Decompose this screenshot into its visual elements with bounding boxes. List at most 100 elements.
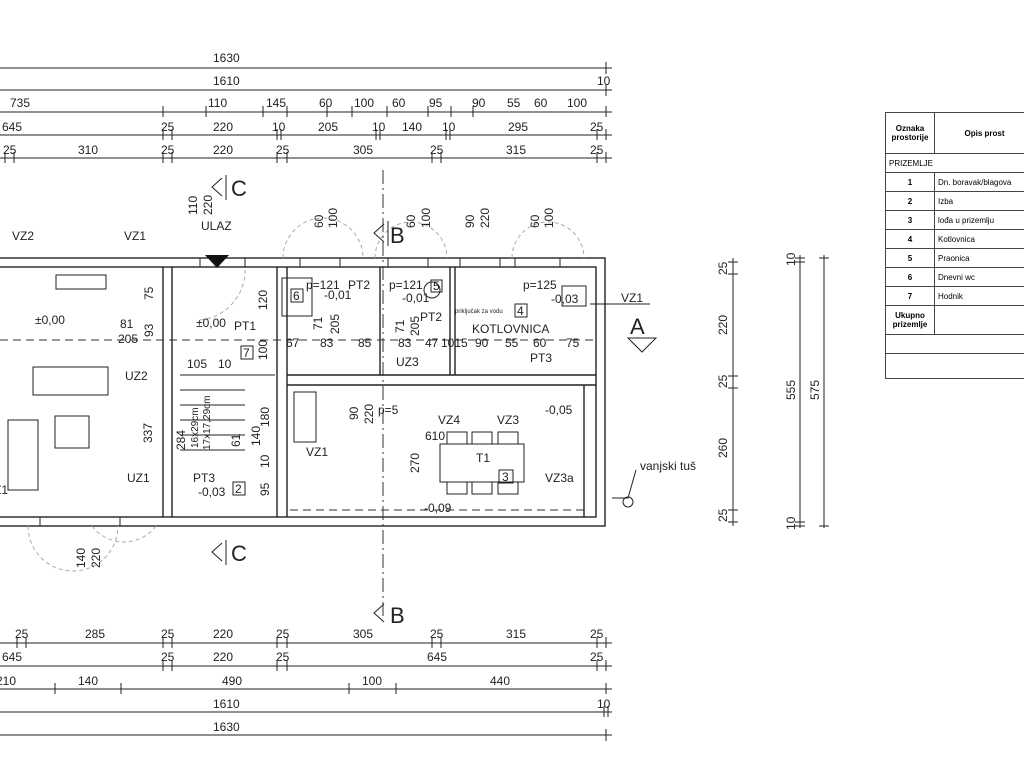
dim-label: 25 bbox=[430, 143, 444, 157]
dim-label: 260 bbox=[716, 438, 730, 458]
dim-label: 55 bbox=[507, 96, 521, 110]
dim-label: 645 bbox=[427, 650, 447, 664]
dim-label: 1630 bbox=[213, 51, 240, 65]
dim-label: 75 bbox=[142, 286, 156, 300]
empty-row bbox=[885, 334, 1024, 354]
window-label: VZ2 bbox=[12, 229, 34, 243]
dim-label: 90 bbox=[347, 406, 361, 420]
slope-label: p=5 bbox=[378, 403, 399, 417]
dim-label: 220 bbox=[716, 315, 730, 335]
floor-type-label: PT2 bbox=[420, 310, 442, 324]
outdoor-shower-label: vanjski tuš bbox=[640, 459, 696, 473]
level-label: -0,05 bbox=[545, 403, 573, 417]
room-name: Izba bbox=[934, 191, 1024, 211]
bottom-dimensions: 25 285 25 220 25 305 25 315 25 645 25 22… bbox=[0, 627, 612, 741]
dim-label: 100 bbox=[354, 96, 374, 110]
dim-label: 220 bbox=[362, 404, 376, 424]
dim-label: 25 bbox=[590, 650, 604, 664]
dim-label: 100 bbox=[326, 208, 340, 228]
dim-label: 90 bbox=[463, 214, 477, 228]
dim-label: 315 bbox=[506, 143, 526, 157]
dim-label: 60 bbox=[534, 96, 548, 110]
window-label: VZ3 bbox=[497, 413, 519, 427]
dim-label: 220 bbox=[201, 195, 215, 215]
dim-label: 60 bbox=[528, 214, 542, 228]
dim-label: 220 bbox=[213, 627, 233, 641]
stair-note: 17x17,29cm bbox=[202, 396, 213, 450]
dim-label: 120 bbox=[256, 290, 270, 310]
slope-label: p=121 bbox=[389, 278, 423, 292]
dim-label: 25 bbox=[3, 143, 17, 157]
dim-label: 10 bbox=[372, 120, 386, 134]
dim-label: 205 bbox=[328, 314, 342, 334]
right-dimensions: 25 220 25 260 25 10 555 10 575 bbox=[716, 252, 829, 530]
dim-label: 100 bbox=[256, 340, 270, 360]
water-connection-note: priključak za vodu bbox=[455, 309, 503, 315]
section-a: A bbox=[630, 314, 645, 339]
dim-label: 25 bbox=[276, 627, 290, 641]
dim-label: 1610 bbox=[213, 74, 240, 88]
dim-label: 205 bbox=[408, 316, 422, 336]
header-room-description: Opis prost bbox=[934, 112, 1024, 154]
section-b-bottom: B bbox=[390, 603, 405, 628]
dim-label: 10 bbox=[272, 120, 286, 134]
slope-label: p=121 bbox=[306, 278, 340, 292]
top-dimensions: 1630 1610 10 735 110 145 60 100 60 95 90… bbox=[0, 51, 612, 163]
dim-label: 25 bbox=[716, 261, 730, 275]
room-number: 4 bbox=[517, 304, 524, 318]
room-name: lođa u prizemlju bbox=[934, 210, 1024, 230]
room-number: 6 bbox=[293, 289, 300, 303]
dim-label: 25 bbox=[430, 627, 444, 641]
sofa bbox=[32, 366, 109, 396]
dim-label: 71 bbox=[311, 316, 325, 330]
room-name: Praonica bbox=[934, 248, 1024, 268]
dim-label: 95 bbox=[258, 482, 272, 496]
level-label: -0,01 bbox=[402, 291, 430, 305]
walls bbox=[0, 170, 606, 620]
dim-label: 285 bbox=[85, 627, 105, 641]
sofa bbox=[7, 419, 39, 491]
dim-label: 25 bbox=[161, 143, 175, 157]
section-c-bottom: C bbox=[231, 541, 247, 566]
dim-label: 90 bbox=[475, 336, 489, 350]
level-label: ±0,00 bbox=[196, 316, 226, 330]
room-code: 4 bbox=[885, 229, 935, 249]
dim-label: 305 bbox=[353, 143, 373, 157]
section-c-top: C bbox=[231, 176, 247, 201]
boiler bbox=[561, 285, 587, 307]
dim-label: 205 bbox=[318, 120, 338, 134]
room-name: Kotlovnica bbox=[934, 229, 1024, 249]
room-code: 6 bbox=[885, 267, 935, 287]
dim-label: 60 bbox=[319, 96, 333, 110]
room-number: 5 bbox=[433, 279, 440, 293]
window-label: VZ1 bbox=[124, 229, 146, 243]
section-markers: C C B B A bbox=[211, 175, 658, 628]
door-label: UZ1 bbox=[127, 471, 150, 485]
floor-type-label: PT2 bbox=[348, 278, 370, 292]
window-label: Z1 bbox=[0, 483, 8, 497]
entrance-arrow-icon bbox=[205, 255, 229, 268]
room-name: Dn. boravak/blagova bbox=[934, 172, 1024, 192]
room-code: 1 bbox=[885, 172, 935, 192]
dim-label: 295 bbox=[508, 120, 528, 134]
room-name: Dnevni wc bbox=[934, 267, 1024, 287]
dim-label: 60 bbox=[533, 336, 547, 350]
dim-label: 205 bbox=[118, 332, 138, 346]
dim-label: 25 bbox=[276, 143, 290, 157]
dim-label: 25 bbox=[161, 650, 175, 664]
dim-label: 145 bbox=[266, 96, 286, 110]
slope-label: p=125 bbox=[523, 278, 557, 292]
table-label: T1 bbox=[476, 451, 490, 465]
dim-label: 140 bbox=[402, 120, 422, 134]
dim-label: 220 bbox=[213, 143, 233, 157]
dim-label: 61 bbox=[229, 433, 243, 447]
window-label: VZ1 bbox=[621, 291, 643, 305]
dim-label: 220 bbox=[89, 548, 103, 568]
floor-type-label: PT3 bbox=[530, 351, 552, 365]
dim-label: 555 bbox=[784, 380, 798, 400]
dim-label: 25 bbox=[590, 627, 604, 641]
